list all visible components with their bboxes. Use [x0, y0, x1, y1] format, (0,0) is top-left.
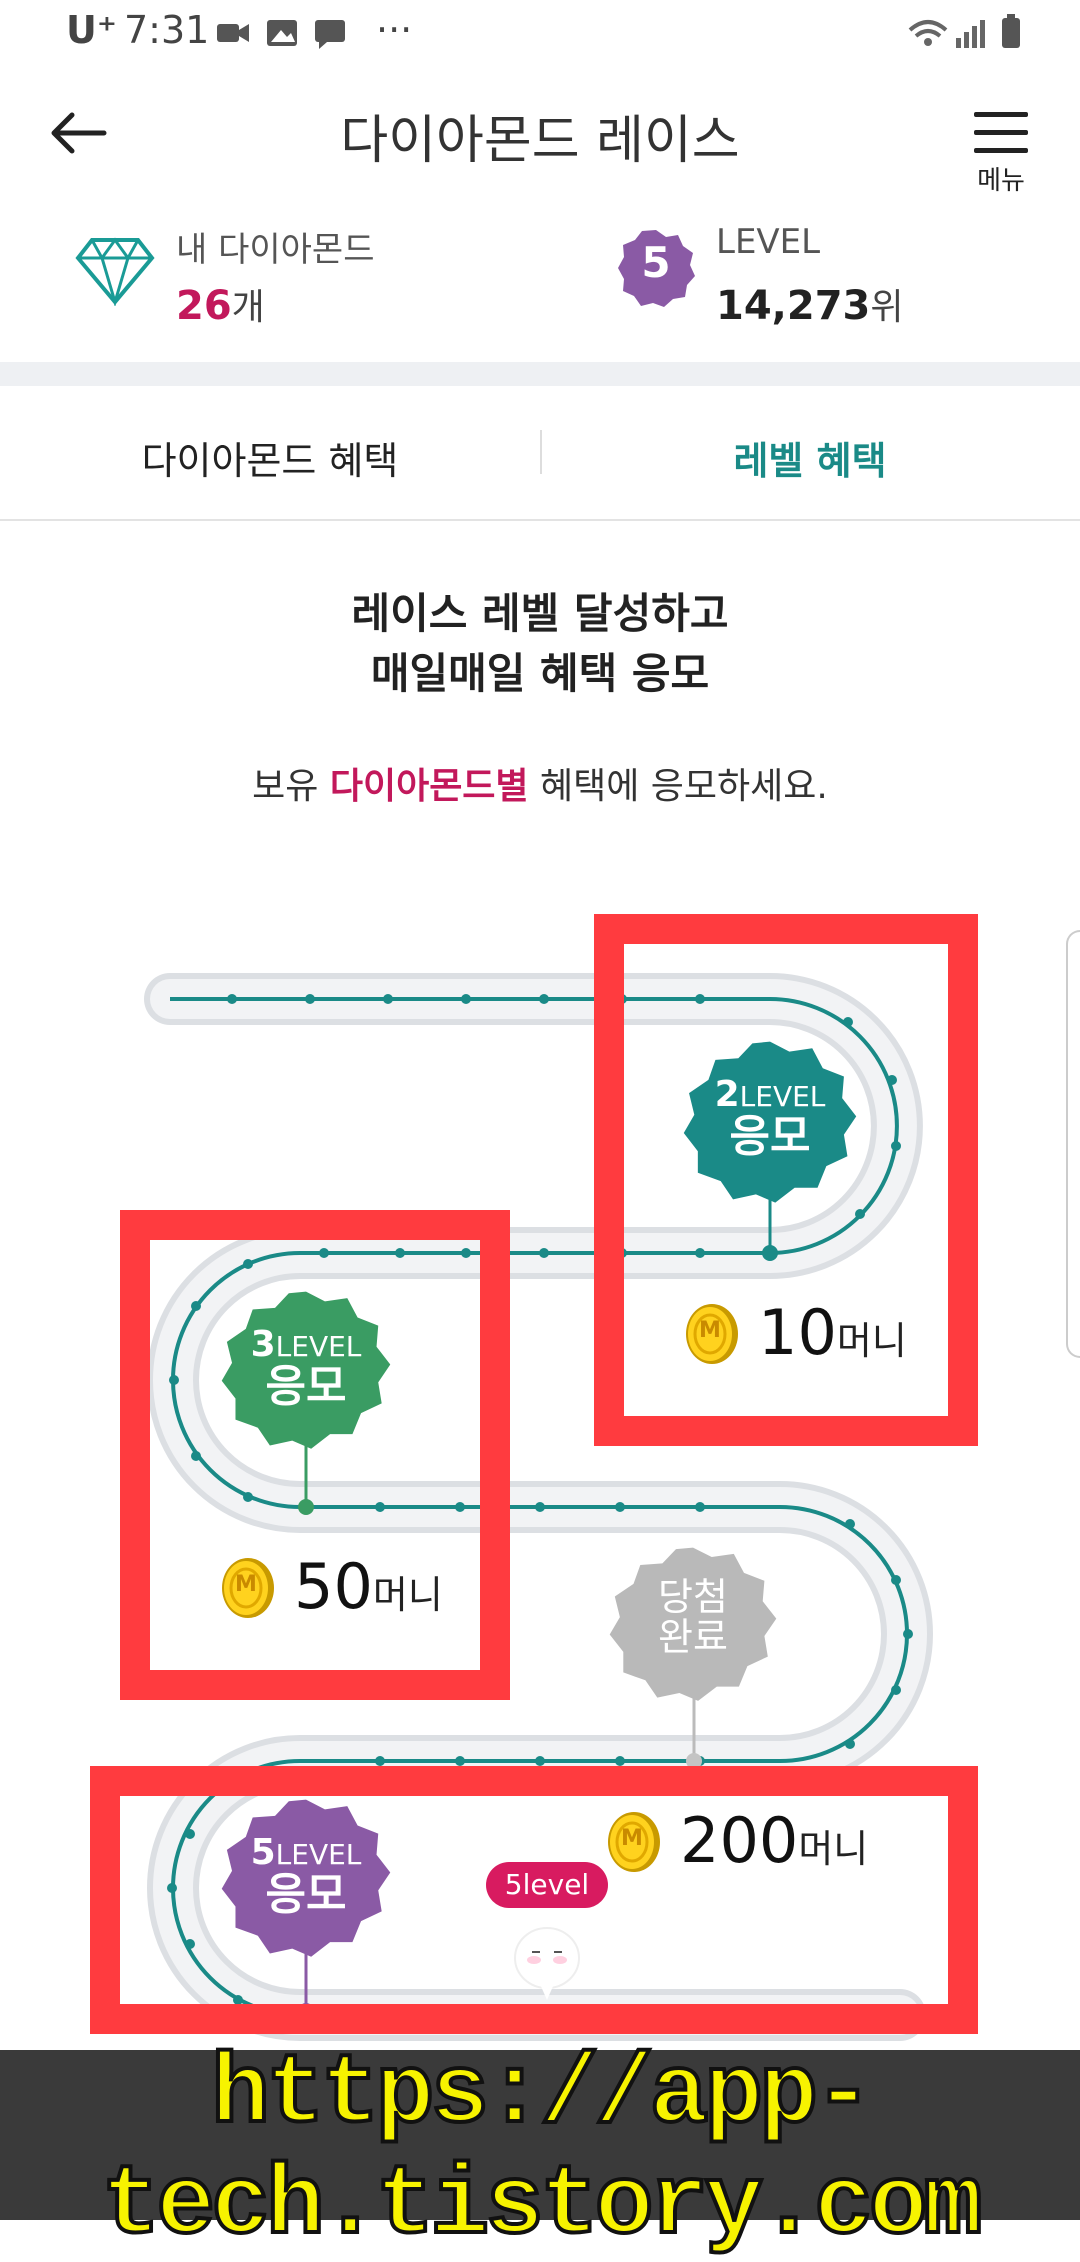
section-divider — [0, 362, 1080, 386]
subline-before: 보유 — [252, 766, 330, 807]
coin-mark: M — [699, 1318, 721, 1343]
headline-line-1: 레이스 레벨 달성하고 — [351, 589, 729, 638]
level-rank: 14,273 — [716, 283, 871, 329]
coin-icon — [222, 1558, 274, 1618]
level-3-action: 응모 — [265, 1360, 347, 1412]
level-2-unit: LEVEL — [739, 1080, 826, 1113]
page-title: 다이아몬드 레이스 — [340, 111, 740, 171]
level-3-unit: LEVEL — [275, 1330, 362, 1363]
level-3-badge[interactable]: 3LEVEL 응모 — [220, 1326, 392, 1410]
diamond-label: 내 다이아몬드 — [176, 230, 375, 270]
reward-200: 200머니 — [680, 1804, 868, 1877]
watermark-band — [0, 2050, 1080, 2220]
reward-200-unit: 머니 — [798, 1827, 869, 1871]
level-5-action: 응모 — [265, 1868, 347, 1920]
diamond-count-row: 26개 — [176, 278, 265, 330]
level-3-number: 3 — [250, 1324, 276, 1365]
reward-10-unit: 머니 — [836, 1319, 907, 1363]
level-2-number: 2 — [714, 1074, 740, 1115]
reward-10: 10머니 — [758, 1296, 907, 1369]
highlight-box-level-3 — [120, 1210, 510, 1700]
won-badge: 당첨 완료 — [608, 1575, 778, 1659]
carrier-label: U⁺ — [66, 8, 117, 52]
reward-10-amount: 10 — [758, 1296, 837, 1369]
highlight-box-level-5 — [90, 1766, 978, 2034]
coin-icon — [608, 1812, 660, 1872]
signal-battery-icons — [908, 14, 1020, 48]
tab-level-benefits[interactable]: 레벨 혜택 — [733, 439, 887, 483]
status-bar: U⁺ 7:31 ··· — [0, 0, 1080, 66]
clock: 7:31 — [124, 8, 210, 52]
race-track — [144, 973, 933, 2041]
level-rank-row: 14,273위 — [716, 278, 903, 330]
diamond-count: 26 — [176, 283, 232, 329]
reward-200-amount: 200 — [680, 1804, 799, 1877]
level-rank-unit: 위 — [870, 287, 904, 328]
current-level-tag: 5level — [486, 1862, 608, 1908]
level-badge-number: 5 — [641, 238, 671, 287]
tab-separator — [540, 430, 542, 474]
level-2-action: 응모 — [729, 1110, 811, 1162]
reward-50-amount: 50 — [294, 1550, 373, 1623]
diamond-unit: 개 — [231, 287, 265, 328]
level-5-badge[interactable]: 5LEVEL 응모 — [220, 1834, 392, 1918]
subline-after: 혜택에 응모하세요. — [528, 766, 828, 807]
diamond-icon — [75, 237, 155, 306]
reward-50-unit: 머니 — [372, 1573, 443, 1617]
subline: 보유 다이아몬드별 혜택에 응모하세요. — [0, 757, 1080, 809]
reward-50: 50머니 — [294, 1550, 443, 1623]
won-badge-line1: 당첨 — [658, 1575, 728, 1619]
coin-icon — [686, 1304, 738, 1364]
subline-accent: 다이아몬드별 — [329, 766, 529, 807]
level-5-number: 5 — [250, 1832, 276, 1873]
coin-mark: M — [235, 1572, 257, 1597]
level-5-badge-shape[interactable] — [220, 1798, 392, 1960]
notification-icons — [217, 20, 345, 49]
level-label: LEVEL — [716, 222, 821, 262]
menu-icon[interactable] — [972, 110, 1030, 156]
tab-bar-border — [0, 519, 1080, 521]
won-badge-shape — [609, 1547, 777, 1701]
menu-label[interactable]: 메뉴 — [977, 166, 1025, 196]
level-2-badge-shape[interactable] — [682, 1040, 858, 1206]
tab-diamond-benefits[interactable]: 다이아몬드 혜택 — [141, 439, 399, 483]
back-arrow-icon[interactable] — [48, 110, 108, 156]
headline-line-2: 매일매일 혜택 응모 — [370, 649, 710, 698]
level-5-unit: LEVEL — [275, 1838, 362, 1871]
highlight-box-level-2 — [594, 914, 978, 1446]
watermark-url: https://app-tech.tistory.com — [100, 2038, 985, 2262]
more-notifications: ··· — [376, 8, 413, 52]
won-badge-line2: 완료 — [658, 1614, 728, 1659]
side-scroll-handle[interactable] — [1066, 930, 1080, 1358]
level-3-badge-shape[interactable] — [220, 1290, 392, 1452]
level-badge-icon — [618, 230, 695, 307]
character-marker-icon — [514, 1927, 580, 2000]
coin-mark: M — [621, 1826, 643, 1851]
level-2-badge[interactable]: 2LEVEL 응모 — [682, 1076, 858, 1160]
